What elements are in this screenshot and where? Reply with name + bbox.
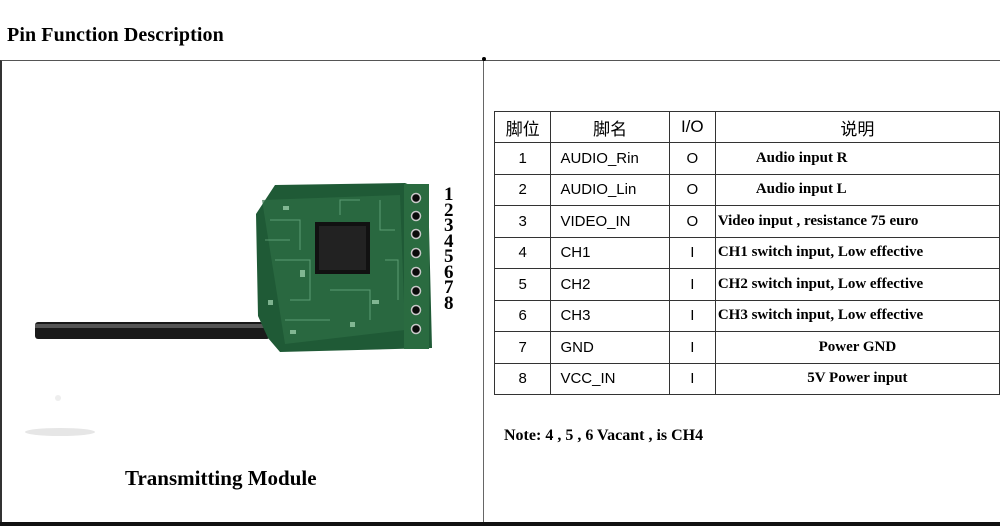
table-row: 3 VIDEO_IN O Video input , resistance 75… [493, 205, 1000, 238]
cell-pin: 4 [493, 236, 552, 269]
module-caption: Transmitting Module [125, 466, 317, 490]
cell-desc: Audio input L [714, 173, 1000, 206]
pin-table: 脚位 脚名 I/O 说明 1 AUDIO_Rin O Audio input R… [493, 111, 1000, 395]
pin-label: 1 [444, 184, 454, 205]
header-pin: 脚位 [493, 111, 552, 143]
cell-desc: Video input , resistance 75 euro [714, 205, 1000, 238]
cell-name: CH3 [550, 299, 670, 332]
content-frame [0, 60, 1000, 526]
table-row: 5 CH2 I CH2 switch input, Low effective [493, 268, 1000, 301]
cell-desc: Power GND [714, 331, 1000, 364]
cell-io: I [668, 299, 716, 332]
cell-pin: 8 [493, 362, 552, 395]
cell-pin: 6 [493, 299, 552, 332]
cell-desc: Audio input R [714, 142, 1000, 175]
note-text: Note: 4 , 5 , 6 Vacant , is CH4 [504, 427, 704, 444]
cell-pin: 1 [493, 142, 552, 175]
cell-name: GND [550, 331, 670, 364]
cell-pin: 2 [493, 173, 552, 206]
cell-io: I [668, 362, 716, 395]
header-desc: 说明 [714, 111, 1000, 143]
module-photo [25, 183, 432, 436]
table-header-row: 脚位 脚名 I/O 说明 [493, 111, 1000, 143]
module-figure: 1 2 3 4 5 6 7 8 Transmitting Module [0, 0, 480, 520]
cell-name: AUDIO_Rin [550, 142, 670, 175]
pin-label: 3 [444, 215, 454, 236]
cell-io: I [668, 331, 716, 364]
cell-pin: 3 [493, 205, 552, 238]
header-name: 脚名 [550, 111, 670, 143]
cell-name: CH1 [550, 236, 670, 269]
cell-io: O [668, 173, 716, 206]
divider-dot [482, 57, 486, 61]
bottom-rule [0, 522, 1000, 526]
cell-pin: 7 [493, 331, 552, 364]
pin-number-labels: 1 2 3 4 5 6 7 8 [444, 184, 454, 314]
cell-io: O [668, 142, 716, 175]
table-row: 4 CH1 I CH1 switch input, Low effective [493, 236, 1000, 269]
pin-label: 8 [444, 292, 454, 314]
header-io: I/O [668, 111, 716, 143]
cell-name: VIDEO_IN [550, 205, 670, 238]
pin-label: 6 [444, 261, 454, 283]
cell-desc: CH3 switch input, Low effective [714, 299, 1000, 332]
cell-io: O [668, 205, 716, 238]
pin-label: 4 [444, 230, 454, 252]
table-row: 6 CH3 I CH3 switch input, Low effective [493, 299, 1000, 332]
column-divider [483, 60, 484, 524]
table-row: 7 GND I Power GND [493, 331, 1000, 364]
page-title: Pin Function Description [7, 24, 224, 46]
cell-pin: 5 [493, 268, 552, 301]
cell-io: I [668, 268, 716, 301]
cell-io: I [668, 236, 716, 269]
table-row: 2 AUDIO_Lin O Audio input L [493, 173, 1000, 206]
cell-name: VCC_IN [550, 362, 670, 395]
table-row: 1 AUDIO_Rin O Audio input R [493, 142, 1000, 175]
cell-name: AUDIO_Lin [550, 173, 670, 206]
cell-name: CH2 [550, 268, 670, 301]
table-row: 8 VCC_IN I 5V Power input [493, 362, 1000, 395]
cell-desc: CH2 switch input, Low effective [714, 268, 1000, 301]
pin-label: 2 [444, 199, 454, 221]
cell-desc: 5V Power input [714, 362, 1000, 395]
cell-desc: CH1 switch input, Low effective [714, 236, 1000, 269]
pin-label: 5 [444, 246, 454, 267]
pin-label: 7 [444, 277, 454, 298]
